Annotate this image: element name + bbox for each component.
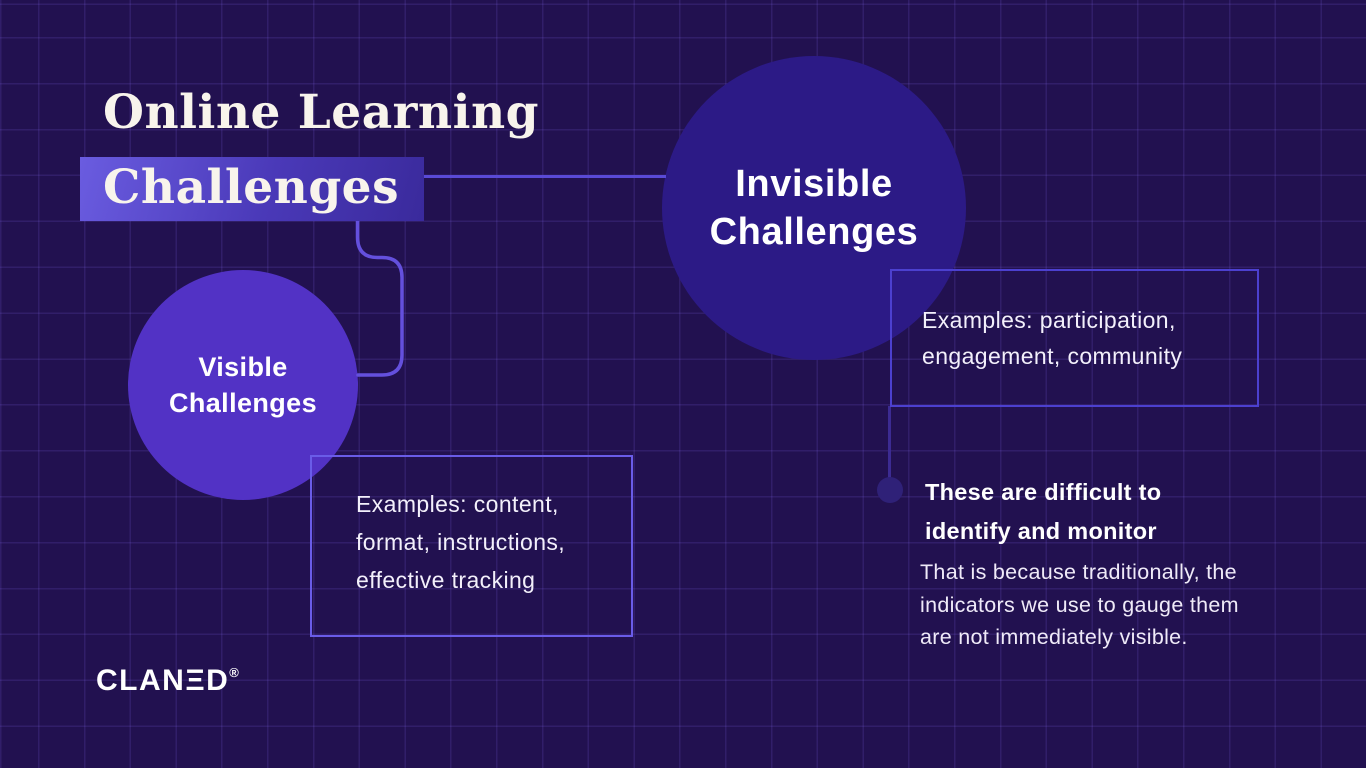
note-heading-line2: identify and monitor	[925, 518, 1157, 544]
bullet-dot-icon	[877, 477, 903, 503]
note-heading: These are difficult to identify and moni…	[925, 473, 1161, 551]
page-title-highlight: Challenges	[80, 157, 424, 221]
invisible-circle-label-line1: Invisible	[735, 163, 893, 205]
note-body-line3: are not immediately visible.	[920, 625, 1188, 649]
note-body-line1: That is because traditionally, the	[920, 560, 1237, 584]
registered-mark-icon: ®	[229, 665, 239, 680]
invisible-examples-line2: engagement, community	[922, 343, 1183, 369]
visible-examples-line2: format, instructions,	[356, 529, 566, 555]
visible-circle-label-line2: Challenges	[168, 388, 318, 418]
invisible-examples-box: Examples: participation, engagement, com…	[890, 269, 1259, 407]
brand-logo-text: CLANΞD	[96, 664, 230, 697]
invisible-circle-label-line2: Challenges	[709, 211, 919, 253]
visible-examples-line1: Examples: content,	[356, 491, 559, 517]
note-body-line2: indicators we use to gauge them	[920, 592, 1239, 617]
visible-examples-line3: effective tracking	[356, 567, 536, 593]
brand-logo: CLANΞD®	[96, 664, 239, 698]
note-body: That is because traditionally, the indic…	[920, 556, 1239, 654]
visible-circle-label-line1: Visible	[198, 352, 288, 382]
invisible-challenges-circle: Invisible Challenges	[662, 56, 966, 360]
visible-examples-box: Examples: content, format, instructions,…	[310, 455, 633, 637]
note-heading-line1: These are difficult to	[925, 479, 1162, 505]
page-title-line2: Challenges	[103, 160, 400, 215]
connector-title-to-visible	[355, 219, 404, 377]
page-title-line1: Online Learning	[103, 85, 539, 140]
invisible-examples-line1: Examples: participation,	[922, 307, 1176, 333]
visible-challenges-circle: Visible Challenges	[128, 270, 358, 500]
